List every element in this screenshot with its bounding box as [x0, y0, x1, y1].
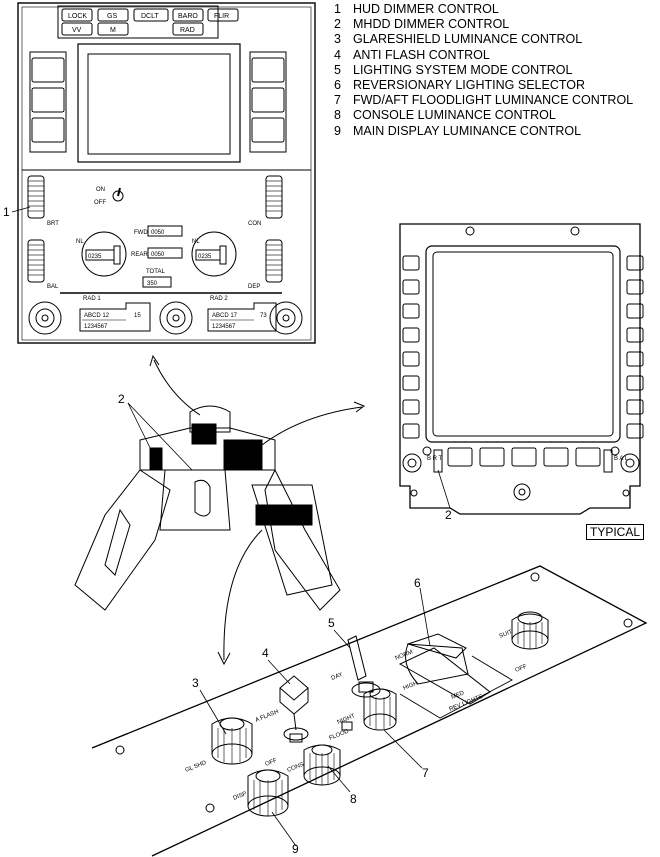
rad1-row2: 1234567 [84, 324, 108, 330]
mhdd-bal-label: B A L [614, 456, 629, 462]
total-label: TOTAL [146, 269, 165, 275]
a-flash-label: A FLASH [255, 709, 280, 724]
mhdd-brt-label: B R T [427, 456, 443, 462]
hud-dimmer-thumbwheel [27, 175, 283, 283]
dep-label: DEP [248, 284, 260, 290]
lock-button-label[interactable]: LOCK [68, 13, 87, 20]
rad1-label: RAD 1 [83, 296, 101, 302]
bal-label: BAL [47, 284, 59, 290]
night-label: NIGHT [337, 713, 357, 726]
rad1-box: 15 [134, 313, 141, 319]
lighting-console-panel [91, 565, 648, 857]
rad2-box: 73 [260, 313, 267, 319]
cockpit-overview [74, 405, 341, 611]
flir-button-label[interactable]: FLIR [214, 13, 229, 20]
callout-8: 8 [350, 792, 357, 806]
high-label: HIGH [403, 681, 419, 692]
con-label: CON [248, 221, 261, 227]
gl-shd-label: GL SHD [185, 760, 208, 774]
fwd-label: FWD [134, 230, 148, 236]
flood-label: FLOOD [329, 728, 351, 742]
callout-1: 1 [3, 205, 10, 219]
callout-7: 7 [422, 766, 429, 780]
fwd-counter: 0050 [151, 230, 165, 236]
nl-left-counter: 0235 [88, 254, 102, 260]
brt-label: BRT [47, 221, 59, 227]
rad2-label: RAD 2 [210, 296, 228, 302]
callout-5: 5 [328, 616, 335, 630]
hud-top-buttons [61, 8, 239, 36]
vv-button-label[interactable]: VV [72, 27, 82, 34]
mhdd-display [399, 223, 644, 515]
on-label: ON [96, 187, 105, 193]
callout-2-cockpit: 2 [118, 392, 125, 406]
mhdd-side-keys [402, 255, 644, 467]
nl-right-label: NL [192, 239, 200, 245]
total-counter: 350 [147, 281, 158, 287]
rad1-row1: ABCD 12 [84, 313, 110, 319]
rear-label: REAR [131, 252, 148, 258]
callout-arrows [127, 354, 366, 666]
nl-left-label: NL [76, 239, 84, 245]
rad-button-label[interactable]: RAD [180, 27, 195, 34]
rear-counter: 0050 [151, 252, 165, 258]
disp-label: DISP [233, 791, 248, 802]
m-button-label[interactable]: M [110, 27, 116, 34]
gs-button-label[interactable]: GS [107, 13, 117, 20]
med-label: MED [451, 690, 466, 701]
baro-button-label[interactable]: BARO [178, 13, 198, 20]
suit-label: SUIT [499, 629, 514, 640]
callout-3: 3 [192, 676, 199, 690]
day-label: DAY [331, 672, 344, 682]
callout-6: 6 [414, 576, 421, 590]
nl-right-counter: 0235 [198, 254, 212, 260]
rad2-row2: 1234567 [212, 324, 236, 330]
dclt-button-label[interactable]: DCLT [141, 13, 159, 20]
hud-side-buttons [29, 51, 287, 153]
cons-label: CONS [287, 762, 305, 774]
callout-2-mhdd: 2 [445, 508, 452, 522]
console-off-label: OFF [265, 758, 279, 768]
typical-label: TYPICAL [586, 524, 645, 540]
callout-4: 4 [262, 646, 269, 660]
rad2-row1: ABCD 17 [212, 313, 238, 319]
callout-9: 9 [292, 842, 299, 856]
norm-label: NORM [395, 649, 414, 661]
off-label: OFF [94, 200, 106, 206]
hud-control-panel [17, 2, 316, 344]
suit-off-label: OFF [515, 664, 529, 674]
